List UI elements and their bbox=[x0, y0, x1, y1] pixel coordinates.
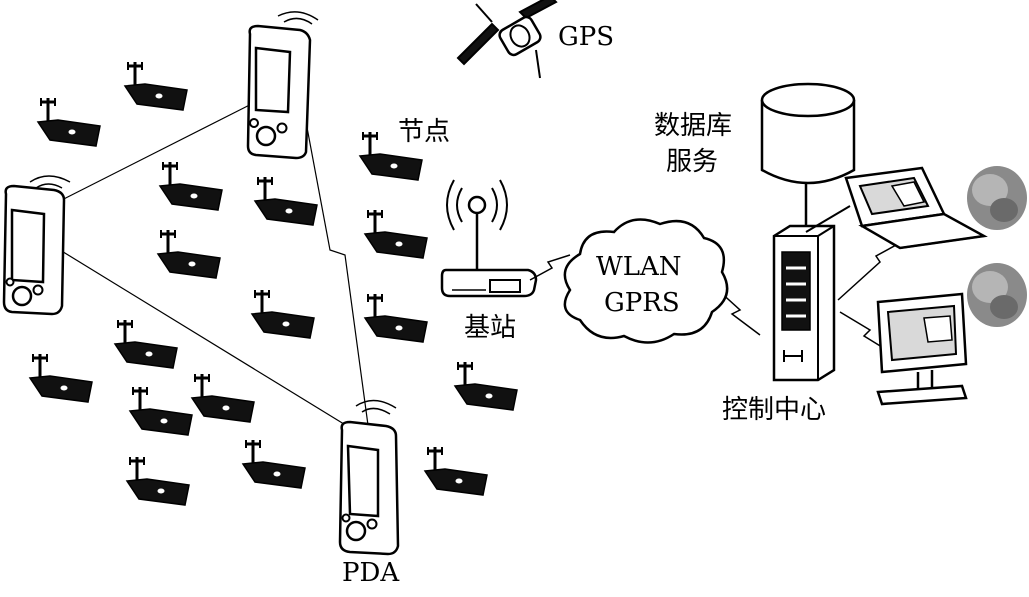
database-cylinder-icon bbox=[760, 82, 856, 232]
pda-device-icon bbox=[338, 399, 400, 556]
sensor-node-icon bbox=[253, 175, 319, 227]
database-label-line2: 服务 bbox=[666, 147, 719, 177]
user-avatar-icon bbox=[967, 263, 1027, 327]
sensor-node-icon bbox=[363, 208, 429, 260]
pda-label: PDA bbox=[342, 558, 400, 588]
sensor-node-icon bbox=[36, 96, 102, 148]
sensor-node-icon bbox=[158, 160, 224, 212]
gprs-label: GPRS bbox=[604, 288, 680, 318]
base-station-label: 基站 bbox=[464, 313, 517, 343]
network-cloud-icon bbox=[563, 218, 729, 344]
control-center-label: 控制中心 bbox=[722, 395, 827, 425]
sensor-node-icon bbox=[128, 385, 194, 437]
server-tower-icon bbox=[772, 205, 851, 382]
gps-label: GPS bbox=[558, 22, 615, 52]
pda-device-icon bbox=[246, 11, 319, 160]
monitor-icon bbox=[876, 292, 968, 406]
sensor-node-icon bbox=[363, 292, 429, 344]
wlan-label: WLAN bbox=[596, 252, 682, 282]
sensor-node-icon bbox=[123, 60, 189, 112]
pda-device-icon bbox=[2, 175, 71, 316]
sensor-node-icon bbox=[241, 438, 307, 490]
base-station-icon bbox=[440, 179, 538, 298]
sensor-node-icon bbox=[28, 352, 94, 404]
gps-satellite-icon bbox=[456, 0, 558, 79]
sensor-node-icon bbox=[156, 228, 222, 280]
sensor-node-icon bbox=[423, 445, 489, 497]
user-avatar-icon bbox=[967, 166, 1027, 230]
laptop-icon bbox=[844, 166, 988, 250]
sensor-node-icon bbox=[190, 372, 256, 424]
sensor-node-icon bbox=[453, 360, 519, 412]
sensor-node-icon bbox=[250, 288, 316, 340]
sensor-node-icon bbox=[125, 455, 191, 507]
node-label: 节点 bbox=[398, 117, 451, 147]
sensor-node-icon bbox=[113, 318, 179, 370]
database-label-line1: 数据库 bbox=[654, 111, 733, 141]
